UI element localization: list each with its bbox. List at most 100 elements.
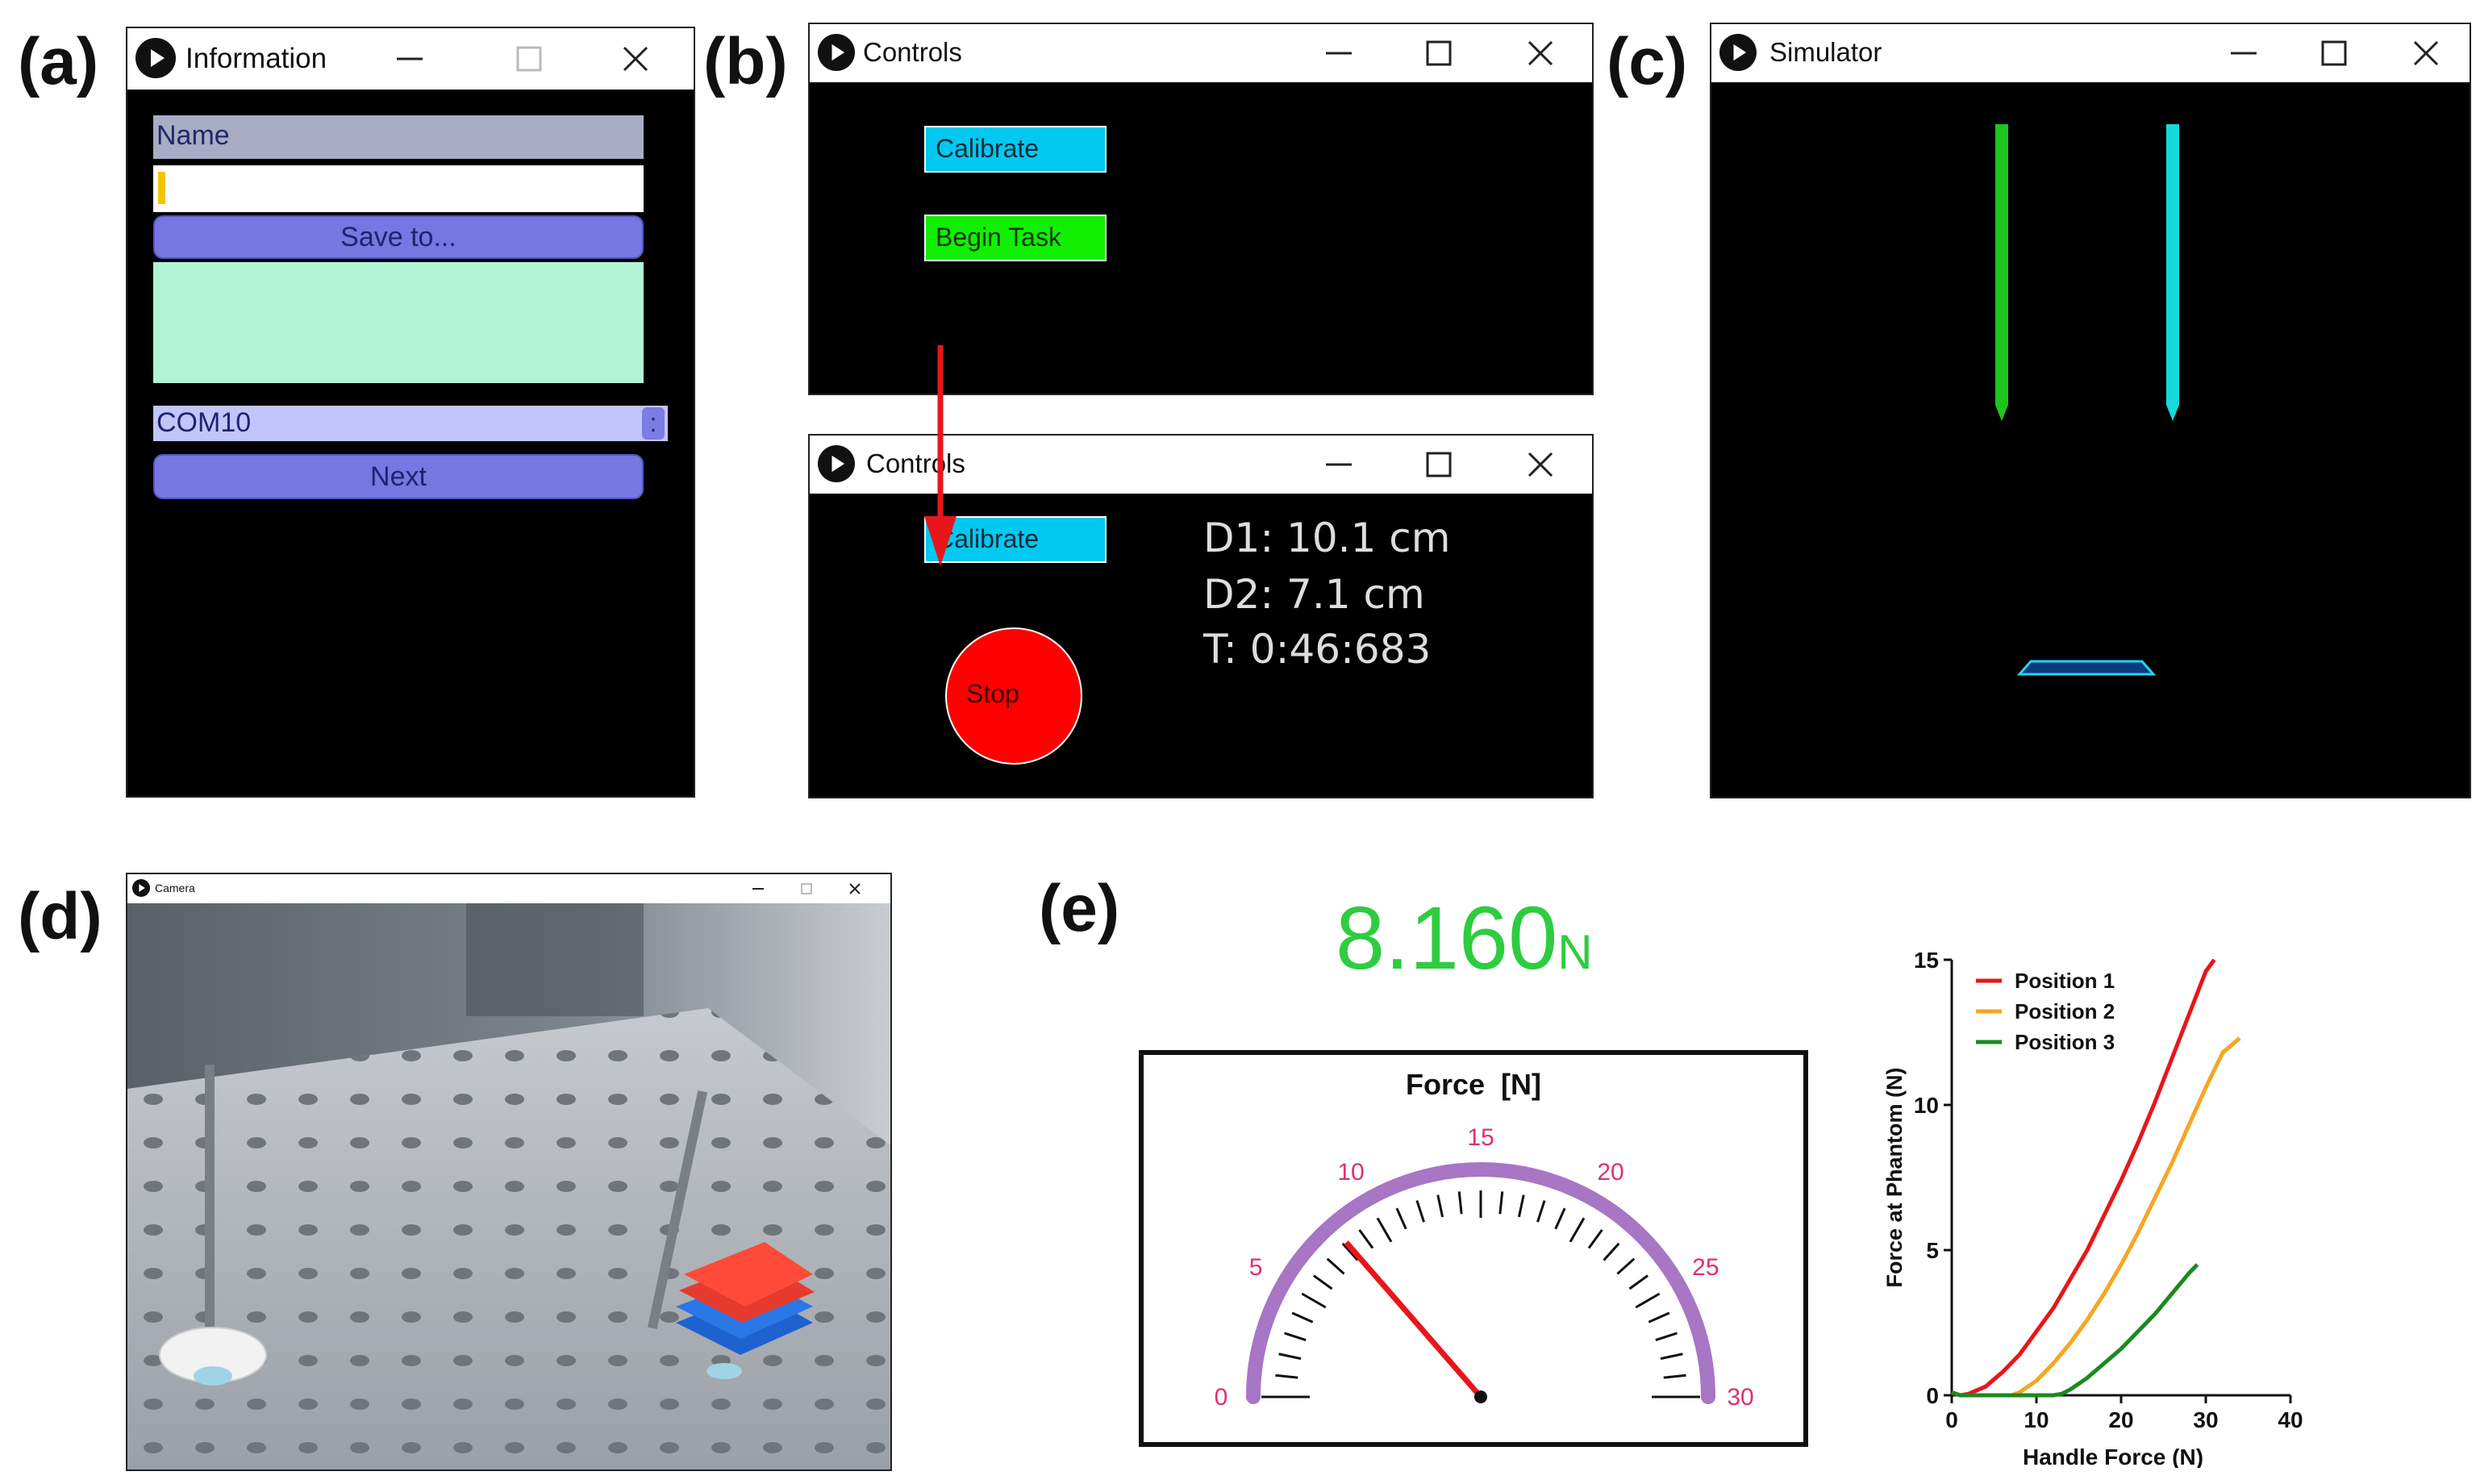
calibrate-button[interactable]: Calibrate <box>924 516 1107 563</box>
close-icon[interactable] <box>1524 37 1557 69</box>
gauge-tick <box>1655 1332 1678 1341</box>
gauge-tick <box>1376 1217 1393 1243</box>
y-tick-label: 15 <box>1914 948 1939 973</box>
close-icon[interactable] <box>1524 448 1557 481</box>
force-value: 8.160 <box>1336 889 1558 988</box>
window-title: Information <box>185 43 327 74</box>
x-tick-label: 40 <box>2278 1407 2303 1432</box>
series-line-3 <box>1951 1263 2199 1398</box>
force-unit: N <box>1557 925 1593 979</box>
name-label: Name <box>153 115 644 159</box>
gauge-tick <box>1569 1217 1586 1243</box>
panel-label-e: (e) <box>1039 872 1120 945</box>
minimize-icon[interactable] <box>2228 37 2260 69</box>
close-icon[interactable] <box>619 43 652 75</box>
window-title: Camera <box>155 882 195 894</box>
panel-label-d: (d) <box>18 880 102 953</box>
peg-with-blocks <box>647 1090 815 1379</box>
window-title: Controls <box>866 448 965 478</box>
y-tick-label: 0 <box>1926 1383 1939 1408</box>
title-bar: Camera <box>127 874 890 905</box>
y-axis-label: Force at Phantom (N) <box>1882 1067 1907 1287</box>
gauge-tick-label: 20 <box>1597 1159 1623 1186</box>
series-line-2 <box>1951 1036 2241 1398</box>
minimize-icon[interactable] <box>1323 448 1355 481</box>
timer-readout: T: 0:46:683 <box>1203 626 1432 673</box>
peg-white <box>159 1065 267 1386</box>
camera-window: Camera <box>126 873 892 1471</box>
gauge-tick <box>1648 1311 1670 1324</box>
needle-left <box>1995 124 2008 421</box>
gauge-tick <box>1291 1311 1314 1324</box>
x-tick-label: 20 <box>2108 1407 2133 1432</box>
next-button[interactable]: Next <box>153 454 644 499</box>
transition-arrow <box>924 345 957 566</box>
gauge-tick <box>1341 1242 1359 1261</box>
gauge-tick <box>1635 1292 1661 1309</box>
y-tick-label: 5 <box>1926 1238 1939 1263</box>
panel-label-b: (b) <box>703 25 788 98</box>
maximize-icon[interactable] <box>798 881 815 897</box>
begin-task-button[interactable]: Begin Task <box>924 215 1107 261</box>
gauge-tick-label: 10 <box>1337 1159 1364 1186</box>
window-title: Simulator <box>1769 37 1882 67</box>
gauge-tick <box>1415 1200 1425 1223</box>
simulator-window: Simulator <box>1710 23 2471 798</box>
legend-label-3: Position 3 <box>2015 1030 2115 1054</box>
gauge-tick <box>1358 1229 1374 1249</box>
camera-feed <box>127 903 890 1469</box>
dropdown-icon[interactable]: : <box>642 407 665 440</box>
gauge-tick <box>1660 1353 1683 1361</box>
calibrate-button[interactable]: Calibrate <box>924 126 1107 173</box>
gauge-pivot <box>1474 1390 1487 1403</box>
close-icon[interactable] <box>2410 37 2442 69</box>
gauge-tick <box>1517 1194 1525 1218</box>
title-bar: Information <box>127 28 694 91</box>
window-client: Calibrate Begin Task <box>810 82 1592 394</box>
controls-window-idle: Controls Calibrate Begin Task <box>808 23 1594 395</box>
name-input[interactable] <box>153 165 644 212</box>
maximize-icon[interactable] <box>2318 37 2350 69</box>
gauge-tick-label: 15 <box>1467 1124 1494 1151</box>
minimize-icon[interactable] <box>394 43 426 75</box>
app-icon <box>818 34 855 71</box>
gauge-tick-label: 25 <box>1692 1254 1719 1281</box>
maximize-icon[interactable] <box>1423 448 1455 481</box>
distance-1-readout: D1: 10.1 cm <box>1203 515 1451 561</box>
save-to-button[interactable]: Save to... <box>153 215 644 259</box>
x-axis-label: Handle Force (N) <box>2023 1444 2203 1468</box>
gauge-tick-label: 30 <box>1727 1384 1753 1411</box>
gauge-tick <box>1554 1207 1566 1230</box>
close-icon[interactable] <box>847 881 863 897</box>
app-icon <box>818 445 855 482</box>
stop-button[interactable]: Stop <box>945 627 1082 765</box>
minimize-icon[interactable] <box>750 881 766 897</box>
gauge-tick <box>1326 1257 1345 1275</box>
target-platform <box>2016 660 2157 676</box>
x-tick-label: 30 <box>2193 1407 2218 1432</box>
minimize-icon[interactable] <box>1323 37 1355 69</box>
maximize-icon[interactable] <box>1423 37 1455 69</box>
maximize-icon[interactable] <box>513 43 545 75</box>
panel-label-c: (c) <box>1607 25 1688 98</box>
gauge-tick <box>1587 1229 1603 1249</box>
com-port-select[interactable]: COM10 : <box>153 406 668 441</box>
gauge-title: Force [N] <box>1405 1068 1541 1101</box>
stop-button-label: Stop <box>966 679 1019 708</box>
gauge-tick <box>1616 1257 1636 1275</box>
legend-label-2: Position 2 <box>2015 999 2115 1023</box>
app-icon <box>1719 34 1757 71</box>
window-title: Controls <box>863 37 962 67</box>
gauge-tick <box>1278 1353 1302 1361</box>
title-bar: Simulator <box>1711 24 2470 84</box>
gauge-tick <box>1663 1374 1686 1379</box>
force-readout: 8.160N <box>1336 887 1593 990</box>
com-port-value: COM10 <box>156 407 252 438</box>
legend-label-1: Position 1 <box>2015 969 2115 993</box>
gauge-tick <box>1284 1332 1307 1341</box>
app-icon <box>135 38 176 78</box>
gauge-tick <box>1498 1191 1504 1215</box>
gauge-tick <box>1603 1242 1620 1261</box>
needle-right <box>2166 124 2179 421</box>
